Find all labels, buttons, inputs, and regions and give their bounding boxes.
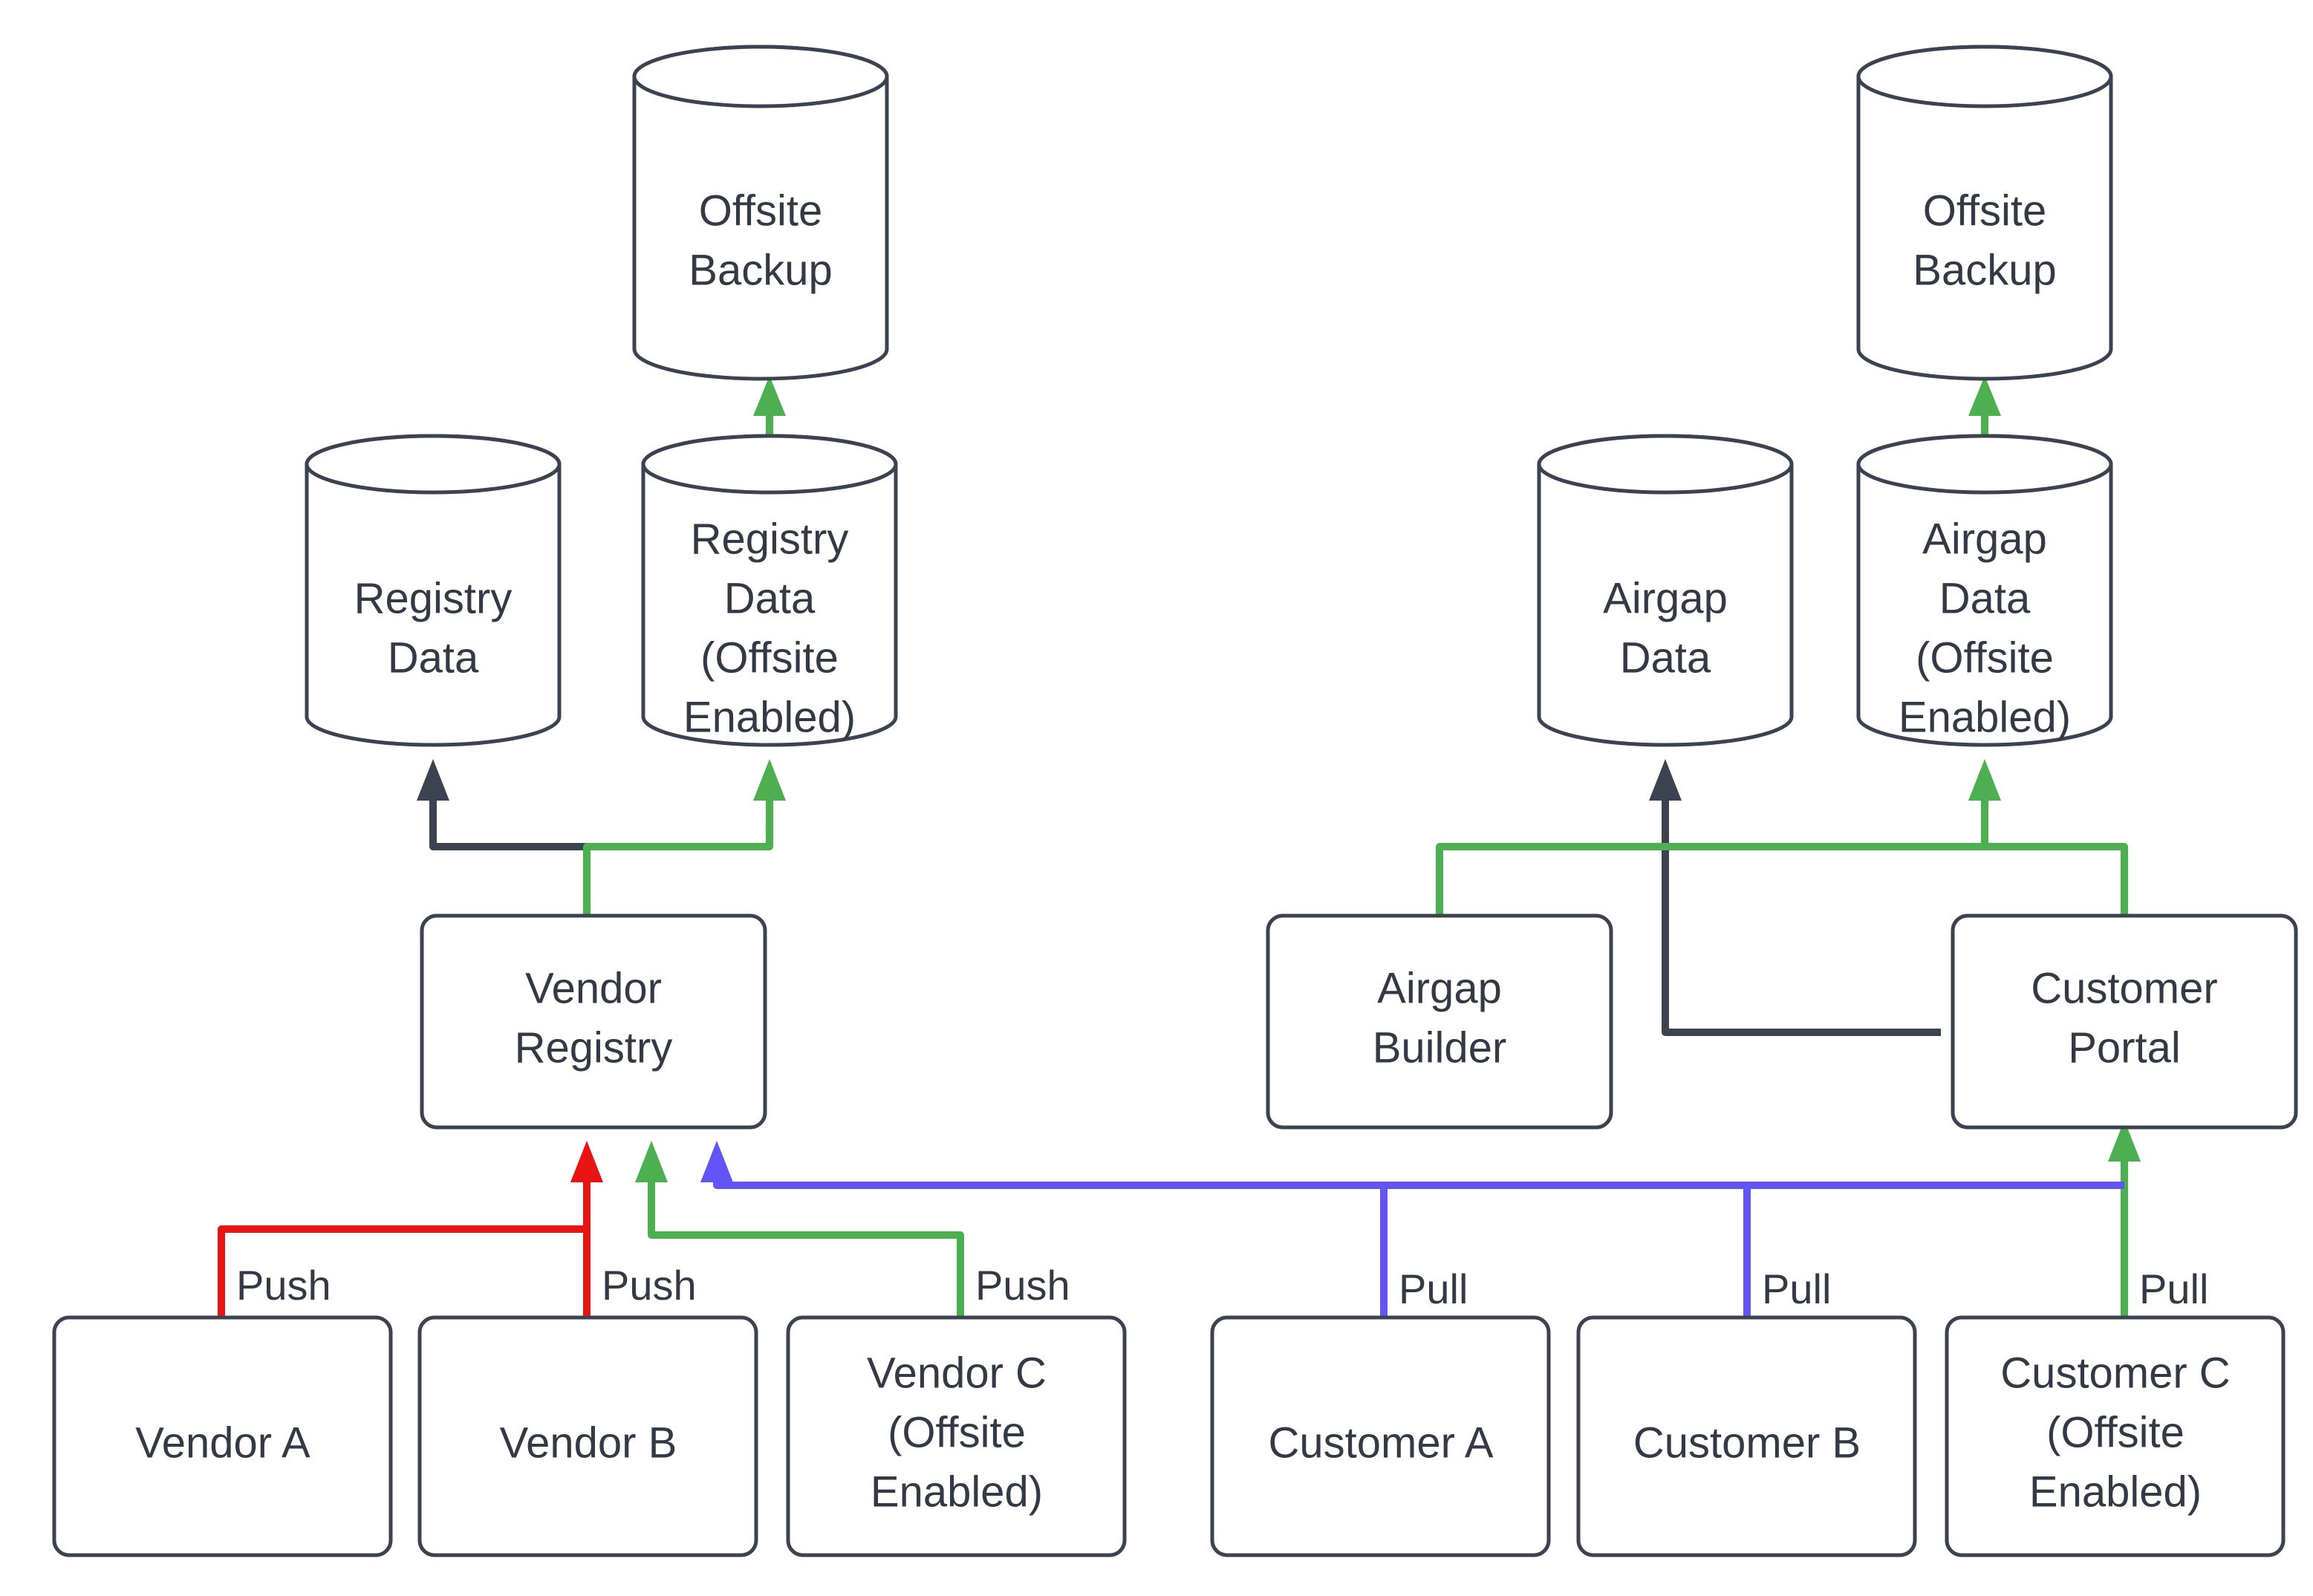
edge-label-vendor-b-push: Push <box>602 1262 697 1309</box>
edge-customer-c-pull <box>2108 1120 2141 1317</box>
registry-data-label-1: Registry <box>354 574 513 622</box>
airgap-data-label-2: Data <box>1620 633 1711 682</box>
edge-vendor-registry-to-registry-data <box>417 759 591 916</box>
node-offsite-backup-right[interactable]: Offsite Backup <box>1856 45 2113 381</box>
node-airgap-data[interactable]: Airgap Data <box>1537 434 1794 747</box>
customer-c-label-1: Customer C <box>2000 1349 2230 1397</box>
vendor-a-label: Vendor A <box>135 1419 310 1467</box>
edge-customer-b-pull <box>717 1182 1751 1317</box>
vendor-registry-label-2: Registry <box>515 1023 673 1072</box>
customer-a-label: Customer A <box>1269 1419 1494 1467</box>
customer-portal-label-1: Customer <box>2031 964 2217 1012</box>
vendor-c-label-1: Vendor C <box>867 1349 1047 1397</box>
airgap-data-offsite-label-4: Enabled) <box>1899 693 2071 741</box>
edge-vendor-registry-to-registry-data-offsite <box>583 759 786 916</box>
edge-label-vendor-c-push: Push <box>975 1262 1070 1309</box>
airgap-data-offsite-label-3: (Offsite <box>1916 633 2054 682</box>
edge-registry-offsite-to-offsite-backup <box>753 376 786 438</box>
node-customer-b[interactable]: Customer B <box>1576 1315 1917 1557</box>
registry-data-label-2: Data <box>388 633 479 682</box>
registry-data-offsite-label-1: Registry <box>691 515 849 563</box>
offsite-backup-right-label-2: Backup <box>1913 246 2056 294</box>
edge-airgap-builder-to-airgap-data-offsite <box>1436 759 2001 916</box>
customer-c-label-2: (Offsite <box>2046 1408 2184 1456</box>
customer-b-label: Customer B <box>1633 1419 1861 1467</box>
node-vendor-a[interactable]: Vendor A <box>52 1315 393 1557</box>
node-registry-data[interactable]: Registry Data <box>305 434 562 747</box>
node-vendor-b[interactable]: Vendor B <box>417 1315 758 1557</box>
node-airgap-builder[interactable]: Airgap Builder <box>1266 913 1613 1130</box>
node-vendor-c[interactable]: Vendor C (Offsite Enabled) <box>786 1315 1127 1557</box>
vendor-c-label-3: Enabled) <box>871 1468 1043 1516</box>
edge-label-customer-b-pull: Pull <box>1762 1266 1831 1312</box>
node-offsite-backup-left[interactable]: Offsite Backup <box>632 45 889 381</box>
edge-label-vendor-a-push: Push <box>236 1262 331 1309</box>
airgap-data-offsite-label-2: Data <box>1939 574 2031 622</box>
customer-c-label-3: Enabled) <box>2029 1468 2202 1516</box>
edge-airgap-offsite-to-offsite-backup <box>1968 376 2001 438</box>
offsite-backup-right-label-1: Offsite <box>1923 186 2047 235</box>
offsite-backup-left-label-1: Offsite <box>699 186 823 235</box>
airgap-data-label-1: Airgap <box>1603 574 1728 622</box>
offsite-backup-left-label-2: Backup <box>689 246 832 294</box>
registry-data-offsite-label-2: Data <box>724 574 816 622</box>
node-airgap-data-offsite[interactable]: Airgap Data (Offsite Enabled) <box>1856 434 2113 747</box>
airgap-builder-label-1: Airgap <box>1377 964 1502 1012</box>
customer-portal-label-2: Portal <box>2068 1023 2181 1072</box>
edge-customer-portal-to-airgap-data <box>1649 759 1941 1036</box>
node-customer-a[interactable]: Customer A <box>1210 1315 1551 1557</box>
vendor-b-label: Vendor B <box>500 1419 677 1467</box>
airgap-builder-label-2: Builder <box>1373 1023 1507 1072</box>
edge-label-customer-c-pull: Pull <box>2139 1266 2208 1312</box>
registry-data-offsite-label-3: (Offsite <box>700 633 839 682</box>
edge-vendor-c-push <box>635 1141 964 1317</box>
registry-data-offsite-label-4: Enabled) <box>683 693 856 741</box>
node-vendor-registry[interactable]: Vendor Registry <box>420 913 767 1130</box>
node-customer-portal[interactable]: Customer Portal <box>1951 913 2298 1130</box>
airgap-data-offsite-label-1: Airgap <box>1922 515 2047 563</box>
vendor-registry-label-1: Vendor <box>525 964 662 1012</box>
node-registry-data-offsite[interactable]: Registry Data (Offsite Enabled) <box>641 434 898 747</box>
node-customer-c[interactable]: Customer C (Offsite Enabled) <box>1945 1315 2286 1557</box>
edge-customer-portal-to-airgap-data-offsite <box>1981 789 2128 916</box>
vendor-c-label-2: (Offsite <box>888 1408 1026 1456</box>
edge-label-customer-a-pull: Pull <box>1399 1266 1468 1312</box>
